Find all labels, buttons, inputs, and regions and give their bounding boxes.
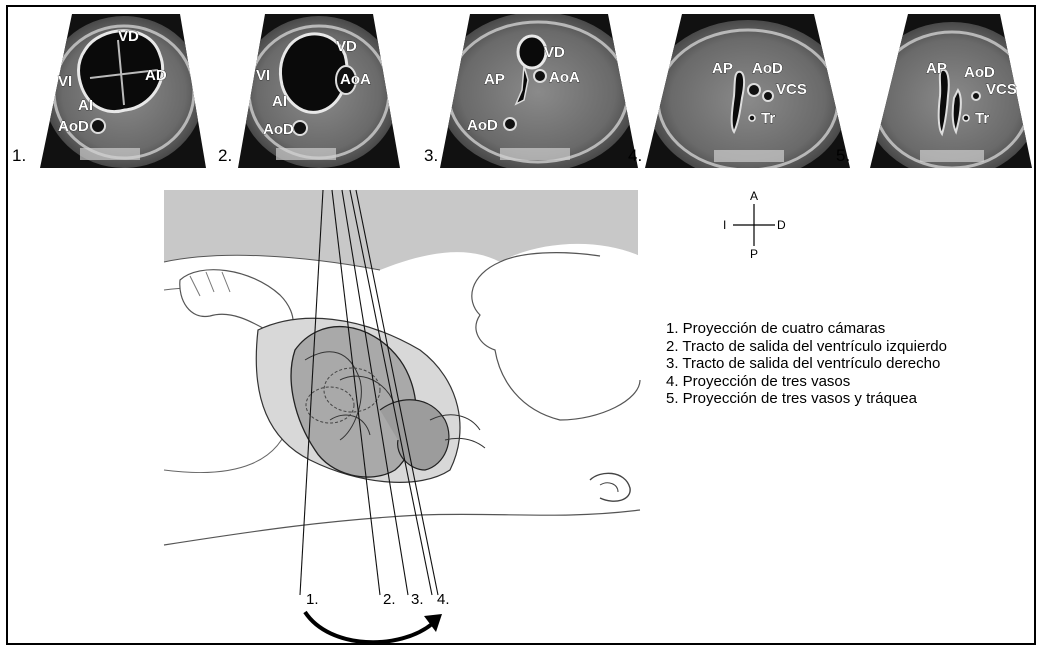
panel-number-2: 2. bbox=[218, 146, 232, 166]
fetus-illustration bbox=[164, 190, 640, 642]
p3-label-ap: AP bbox=[484, 71, 505, 88]
compass-posterior: P bbox=[750, 247, 758, 261]
p4-label-aod: AoD bbox=[752, 60, 783, 77]
p2-label-ai: AI bbox=[272, 93, 287, 110]
p5-label-ap: AP bbox=[926, 60, 947, 77]
ultrasound-panel-4 bbox=[645, 14, 850, 180]
legend-item-1: 1. Proyección de cuatro cámaras bbox=[666, 320, 947, 338]
panel-number-5: 5. bbox=[836, 146, 850, 166]
p5-label-tr: Tr bbox=[975, 110, 989, 127]
p4-label-ap: AP bbox=[712, 60, 733, 77]
orientation-compass bbox=[733, 204, 775, 246]
beam-label-1: 1. bbox=[306, 591, 319, 608]
legend-item-3: 3. Tracto de salida del ventrículo derec… bbox=[666, 355, 947, 373]
p2-label-aoa: AoA bbox=[340, 71, 371, 88]
p5-label-aod: AoD bbox=[964, 64, 995, 81]
p1-label-ai: AI bbox=[78, 97, 93, 114]
ultrasound-panel-2 bbox=[238, 14, 400, 168]
compass-anterior: A bbox=[750, 189, 758, 203]
p2-label-vd: VD bbox=[336, 38, 357, 55]
p3-label-aod: AoD bbox=[467, 117, 498, 134]
legend-item-4: 4. Proyección de tres vasos bbox=[666, 373, 947, 391]
p4-label-vcs: VCS bbox=[776, 81, 807, 98]
compass-right: D bbox=[777, 218, 786, 232]
p1-label-vd: VD bbox=[118, 28, 139, 45]
ultrasound-panel-3 bbox=[438, 12, 638, 172]
p2-label-vi: VI bbox=[256, 67, 270, 84]
p5-label-vcs: VCS bbox=[986, 81, 1017, 98]
p1-label-aod: AoD bbox=[58, 118, 89, 135]
p1-label-vi: VI bbox=[58, 73, 72, 90]
p2-label-aod: AoD bbox=[263, 121, 294, 138]
panel-number-3: 3. bbox=[424, 146, 438, 166]
legend: 1. Proyección de cuatro cámaras 2. Tract… bbox=[666, 320, 947, 408]
panel-number-4: 4. bbox=[628, 146, 642, 166]
beam-label-4: 4. bbox=[437, 591, 450, 608]
legend-item-5: 5. Proyección de tres vasos y tráquea bbox=[666, 390, 947, 408]
p3-label-aoa: AoA bbox=[549, 69, 580, 86]
p4-label-tr: Tr bbox=[761, 110, 775, 127]
p3-label-vd: VD bbox=[544, 44, 565, 61]
legend-item-2: 2. Tracto de salida del ventrículo izqui… bbox=[666, 338, 947, 356]
p1-label-ad: AD bbox=[145, 67, 167, 84]
compass-left: I bbox=[723, 218, 726, 232]
beam-label-2: 2. bbox=[383, 591, 396, 608]
panel-number-1: 1. bbox=[12, 146, 26, 166]
beam-label-3: 3. bbox=[411, 591, 424, 608]
